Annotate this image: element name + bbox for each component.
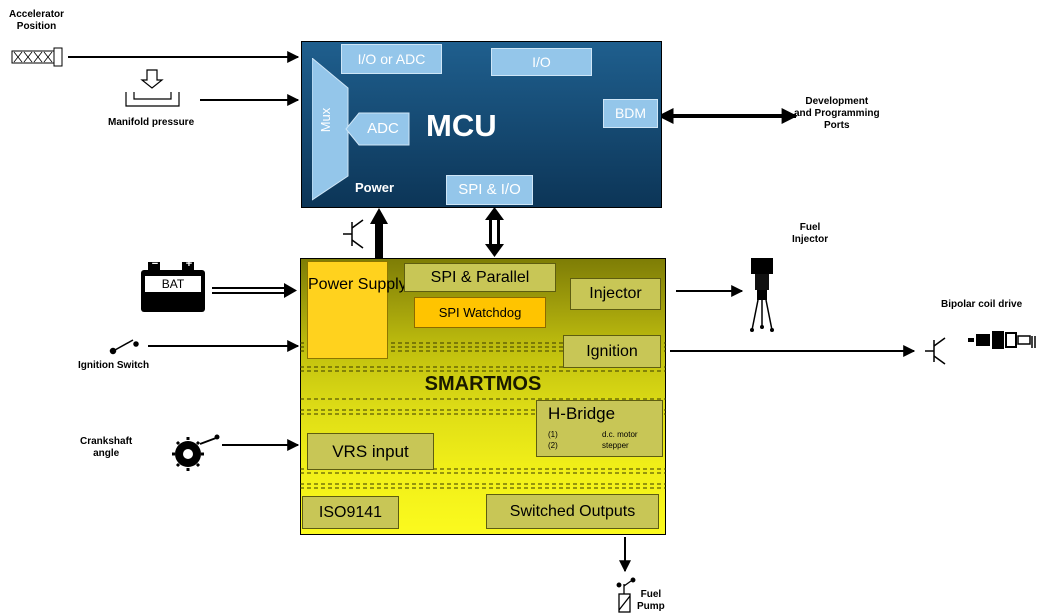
crankshaft-angle-label: Crankshaft angle <box>80 436 133 459</box>
mcu-title: MCU <box>426 108 497 143</box>
ignition-switch-icon <box>109 339 139 355</box>
battery-plus-label: + <box>185 258 193 270</box>
manifold-pressure-label: Manifold pressure <box>108 117 195 128</box>
spi-io-box: SPI & I/O <box>446 175 533 205</box>
bdm-box: BDM <box>603 99 658 128</box>
fuel-pump-label: Fuel Pump <box>637 589 665 612</box>
accelerator-position-label: Accelerator Position <box>9 9 65 32</box>
hbridge-item-label: stepper <box>602 441 629 450</box>
adc-shape <box>345 112 410 146</box>
power-supply-box: Power Supply <box>307 261 407 359</box>
fuel-pump-icon <box>616 577 636 613</box>
fuel-injector-label: Fuel Injector <box>792 222 829 245</box>
hbridge-item-number: (1) <box>548 430 558 439</box>
hbridge-item-label: d.c. motor <box>602 430 638 439</box>
hbridge-item-number: (2) <box>548 441 558 450</box>
io-box: I/O <box>491 48 592 76</box>
spi-bus-arrow <box>485 207 504 257</box>
ignition-box: Ignition <box>563 335 661 368</box>
smartmos-title: SMARTMOS <box>424 373 542 395</box>
battery-label: BAT <box>161 277 185 291</box>
crankshaft-sensor-icon <box>172 434 220 471</box>
vrs-input-box: VRS input <box>307 433 434 470</box>
io-or-adc-box: I/O or ADC <box>341 44 442 74</box>
development-ports-label: Development and Programming Ports <box>794 96 880 131</box>
battery-icon <box>141 262 205 312</box>
pressure-sensor-icon <box>125 69 180 107</box>
mux-shape <box>312 58 349 201</box>
spark-plug-icon <box>968 331 1036 349</box>
ignition-switch-label: Ignition Switch <box>78 360 150 371</box>
spi-parallel-box: SPI & Parallel <box>404 263 556 292</box>
spi-watchdog-box: SPI Watchdog <box>414 297 546 328</box>
ignition-transistor-icon <box>925 337 946 365</box>
adc-label: ADC <box>367 120 399 137</box>
hbridge-box <box>536 400 663 457</box>
mcu-power-label: Power <box>355 180 395 195</box>
hbridge-title: H-Bridge <box>548 404 616 423</box>
bipolar-coil-label: Bipolar coil drive <box>941 299 1023 310</box>
iso9141-box: ISO9141 <box>302 496 399 529</box>
battery-minus-label: − <box>151 258 159 270</box>
battery-arrow <box>212 283 297 298</box>
fuel-injector-icon <box>750 258 774 332</box>
injector-box: Injector <box>570 278 661 310</box>
switched-outputs-box: Switched Outputs <box>486 494 659 529</box>
accelerator-sensor-icon <box>11 47 63 67</box>
power-up-arrow <box>370 208 388 258</box>
mux-label: Mux <box>318 107 333 133</box>
transistor-icon <box>343 219 364 249</box>
